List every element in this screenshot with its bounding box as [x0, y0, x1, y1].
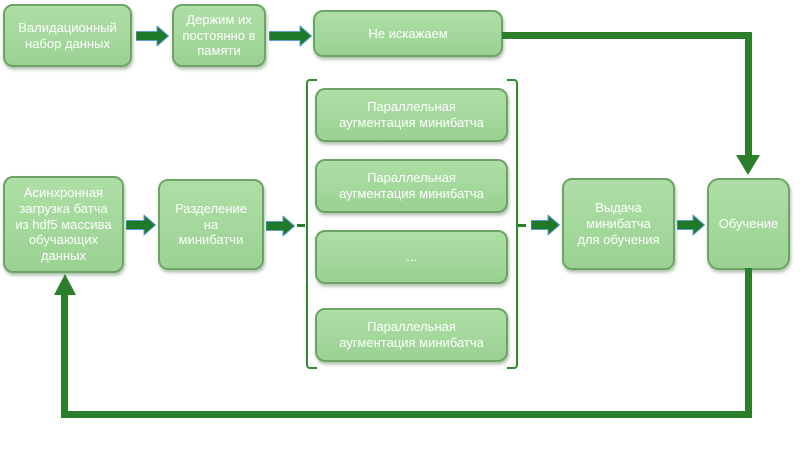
connector-feedback-bottom-horizontal [61, 411, 752, 418]
node-augment-2: Параллельная аугментация минибатча [315, 159, 508, 213]
connector-nodistort-horizontal [502, 32, 752, 39]
node-no-distortion: Не искажаем [313, 10, 503, 57]
arrowhead-down-into-training-icon [736, 155, 760, 175]
dash-left-of-group [297, 224, 305, 227]
node-keep-in-memory: Держим их постоянно в памяти [172, 4, 266, 67]
arrow-keep-to-nodistort-icon [269, 25, 312, 47]
node-keep-in-memory-label: Держим их постоянно в памяти [182, 11, 256, 59]
node-training: Обучение [707, 178, 790, 270]
node-validation-set: Валидационный набор данных [3, 4, 132, 67]
connector-feedback-left-vertical [61, 294, 68, 418]
group-bracket-left [306, 79, 317, 369]
arrow-async-to-split-icon [126, 214, 156, 236]
connector-nodistort-vertical [745, 32, 752, 156]
arrow-split-to-group-icon [266, 215, 295, 237]
arrow-group-to-issue-icon [531, 214, 560, 236]
arrow-issue-to-training-icon [677, 214, 705, 236]
node-augment-1-label: Параллельная аугментация минибатча [339, 99, 484, 130]
node-augment-2-label: Параллельная аугментация минибатча [339, 170, 484, 201]
node-async-load-label: Асинхронная загрузка батча из hdf5 масси… [15, 184, 112, 264]
node-augment-ellipsis-label: ... [406, 249, 417, 265]
node-issue-minibatch-label: Выдача минибатча для обучения [577, 200, 660, 247]
dash-right-of-group [518, 224, 526, 227]
arrow-validation-to-keep-icon [136, 25, 169, 47]
node-issue-minibatch: Выдача минибатча для обучения [562, 178, 675, 270]
node-augment-1: Параллельная аугментация минибатча [315, 88, 508, 142]
group-bracket-right [507, 79, 518, 369]
node-no-distortion-label: Не искажаем [368, 25, 448, 41]
node-augment-3-label: Параллельная аугментация минибатча [339, 319, 484, 350]
arrowhead-up-into-async-icon [54, 274, 76, 295]
node-async-load: Асинхронная загрузка батча из hdf5 масси… [3, 176, 124, 273]
node-augment-3: Параллельная аугментация минибатча [315, 308, 508, 362]
connector-feedback-right-vertical [745, 268, 752, 418]
node-split-minibatches: Разделение на минибатчи [158, 179, 264, 270]
node-training-label: Обучение [718, 216, 779, 232]
node-validation-set-label: Валидационный набор данных [18, 19, 117, 51]
node-split-minibatches-label: Разделение на минибатчи [175, 200, 247, 248]
node-augment-ellipsis: ... [315, 230, 508, 284]
